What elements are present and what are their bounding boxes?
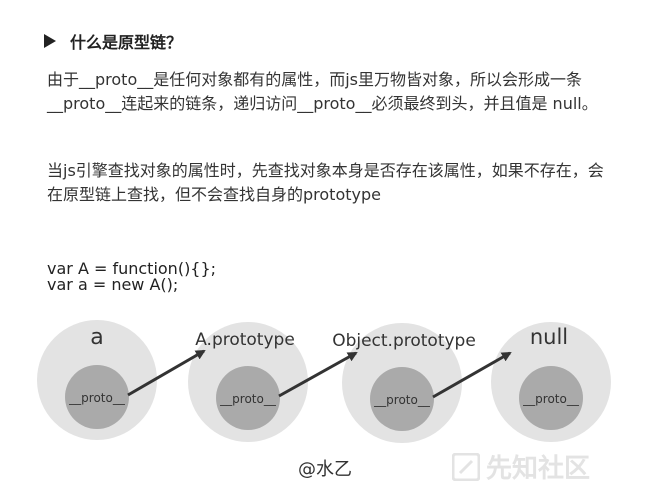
node-null-proto-label: __proto__ [522,392,580,406]
watermark: 先知社区 [452,448,590,485]
arrow-a-to-aprototype [127,349,206,397]
node-objectprototype-label: Object.prototype [332,331,476,351]
node-aprototype-inner [216,366,280,430]
node-a-label: a [90,325,103,350]
code-line-1: var A = function(){}; [47,259,217,278]
node-aprototype-proto-label: __proto__ [219,392,277,406]
code-block: var A = function(){}; var a = new A(); [47,261,216,293]
triangle-bullet-icon [44,34,56,48]
node-null-inner [519,366,583,430]
author-credit: @水乙 [298,459,352,480]
prototype-chain-diagram: a A.prototype Object.prototype null __pr… [37,320,611,443]
node-null-label: null [530,325,568,349]
node-a-inner [65,365,129,429]
node-aprototype-label: A.prototype [195,330,295,350]
watermark-text: 先知社区 [486,454,591,484]
node-objectprototype-inner [370,367,434,431]
section-heading: 什么是原型链？ [44,28,182,54]
heading-title: 什么是原型链？ [70,33,183,52]
node-a-proto-label: __proto__ [68,391,126,405]
paragraph-proto-chain: 由于__proto__是任何对象都有的属性，而js里万物皆对象，所以会形成一条_… [47,70,598,113]
paragraph-lookup: 当js引擎查找对象的属性时，先查找对象本身是否存在该属性，如果不存在，会在原型链… [47,161,604,204]
node-objectprototype-proto-label: __proto__ [373,393,431,407]
watermark-logo-icon [452,452,480,481]
arrow-objectprototype-to-null [432,351,512,399]
arrow-aprototype-to-objectprototype [278,351,358,398]
code-line-2: var a = new A(); [47,275,179,294]
